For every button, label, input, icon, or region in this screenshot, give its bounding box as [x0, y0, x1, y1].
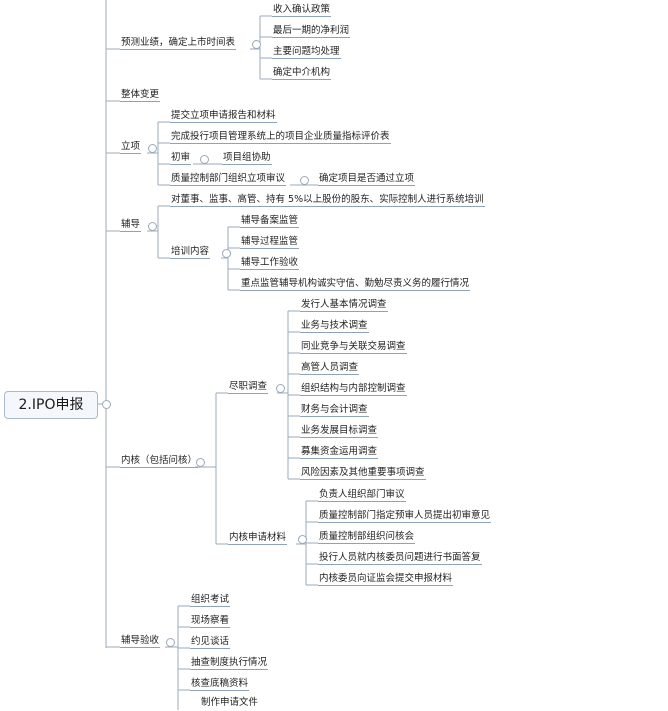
node-n2[interactable]: 整体变更 [120, 89, 161, 102]
node-n1b[interactable]: 最后一期的净利润 [272, 25, 351, 38]
node-n4c[interactable]: 重点监管辅导机构诚实守信、勤勉尽责义务的履行情况 [240, 278, 471, 291]
collapse-toggle-icon[interactable] [102, 400, 111, 409]
node-n5b3[interactable]: 质量控制部组织问核会 [318, 531, 416, 544]
node-n6d[interactable]: 抽查制度执行情况 [190, 657, 269, 670]
root-node[interactable]: 2.IPO申报 [4, 391, 98, 419]
node-n3a[interactable]: 提交立项申请报告和材料 [170, 110, 277, 123]
collapse-toggle-icon[interactable] [276, 384, 285, 393]
node-n4b2[interactable]: 辅导过程监管 [240, 236, 300, 249]
node-n5b2[interactable]: 质量控制部门指定预审人员提出初审意见 [318, 510, 492, 523]
node-n6b[interactable]: 现场察看 [190, 615, 231, 628]
collapse-toggle-icon[interactable] [166, 638, 175, 647]
collapse-toggle-icon[interactable] [200, 155, 209, 164]
node-n3b[interactable]: 完成投行项目管理系统上的项目企业质量指标评价表 [170, 131, 391, 144]
node-n5a8[interactable]: 募集资金运用调查 [300, 446, 379, 459]
node-n5a2[interactable]: 业务与技术调查 [300, 320, 369, 333]
node-n3[interactable]: 立项 [120, 141, 142, 154]
node-n4b[interactable]: 培训内容 [170, 246, 211, 259]
node-n5a[interactable]: 尽职调查 [228, 381, 269, 394]
node-n3c[interactable]: 初审 [170, 152, 192, 165]
node-n4[interactable]: 辅导 [120, 219, 142, 232]
node-n6c[interactable]: 约见谈话 [190, 636, 231, 649]
node-n6[interactable]: 辅导验收 [120, 635, 161, 648]
collapse-toggle-icon[interactable] [148, 222, 157, 231]
node-n1a[interactable]: 收入确认政策 [272, 4, 332, 17]
node-n1c[interactable]: 主要问题均处理 [272, 46, 341, 59]
node-n4b3[interactable]: 辅导工作验收 [240, 257, 300, 270]
node-n3c1[interactable]: 项目组协助 [222, 152, 272, 165]
node-n3d1[interactable]: 确定项目是否通过立项 [318, 173, 416, 186]
node-n5b1[interactable]: 负责人组织部门审议 [318, 489, 406, 502]
node-n5a4[interactable]: 高管人员调查 [300, 362, 360, 375]
node-n5b4[interactable]: 投行人员就内核委员问题进行书面答复 [318, 552, 482, 565]
collapse-toggle-icon[interactable] [252, 40, 261, 49]
node-n5a6[interactable]: 财务与会计调查 [300, 404, 369, 417]
node-n5a3[interactable]: 同业竞争与关联交易调查 [300, 341, 407, 354]
node-n5a7[interactable]: 业务发展目标调查 [300, 425, 379, 438]
node-n5b[interactable]: 内核申请材料 [228, 532, 288, 545]
node-n3d[interactable]: 质量控制部门组织立项审议 [170, 173, 287, 186]
collapse-toggle-icon[interactable] [196, 458, 205, 467]
node-n5b5[interactable]: 内核委员向证监会提交申报材料 [318, 573, 454, 586]
node-n4a[interactable]: 对董事、监事、高管、持有 5%以上股份的股东、实际控制人进行系统培训 [170, 194, 485, 207]
node-n1[interactable]: 预测业绩，确定上市时间表 [120, 37, 237, 50]
collapse-toggle-icon[interactable] [148, 144, 157, 153]
collapse-toggle-icon[interactable] [298, 535, 307, 544]
node-n5a9[interactable]: 风险因素及其他重要事项调查 [300, 467, 426, 480]
collapse-toggle-icon[interactable] [300, 176, 309, 185]
node-n5[interactable]: 内核（包括问核） [120, 455, 199, 468]
node-n5a1[interactable]: 发行人基本情况调查 [300, 299, 388, 312]
node-n6a[interactable]: 组织考试 [190, 594, 231, 607]
node-n5a5[interactable]: 组织结构与内部控制调查 [300, 383, 407, 396]
node-n4b1[interactable]: 辅导备案监管 [240, 215, 300, 228]
collapse-toggle-icon[interactable] [222, 249, 231, 258]
node-n1d[interactable]: 确定中介机构 [272, 67, 332, 80]
node-n7[interactable]: 制作申请文件 [201, 697, 259, 708]
node-n6e[interactable]: 核查底稿资料 [190, 678, 250, 691]
